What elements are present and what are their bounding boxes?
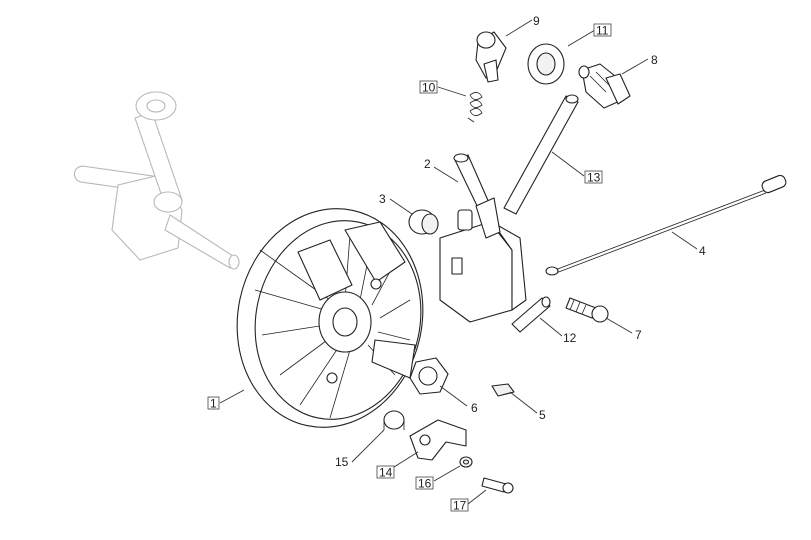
svg-text:15: 15 [335,455,349,469]
woodruff-key [491,383,515,397]
ignition-wire [545,174,787,276]
svg-text:14: 14 [379,466,393,480]
callout-6: 6 [471,401,478,415]
callout-12: 12 [563,331,577,345]
callout-16: 16 [415,477,434,491]
flywheel [236,208,424,428]
callout-13: 13 [584,171,603,185]
callout-7: 7 [635,328,642,342]
callout-3: 3 [379,192,386,206]
svg-text:6: 6 [471,401,478,415]
callout-15: 15 [335,455,349,469]
ignition-module [439,153,527,323]
svg-text:16: 16 [418,477,432,491]
callout-4: 4 [699,244,706,258]
callout-2: 2 [424,157,431,171]
pin [511,296,551,333]
spacer [408,209,439,235]
flywheel-nut [409,357,449,395]
spark-plug [578,63,631,109]
callout-11: 11 [593,24,612,38]
svg-text:5: 5 [539,408,546,422]
bushing [383,410,405,430]
svg-text:9: 9 [533,14,540,28]
bracket [409,419,467,461]
svg-text:1: 1 [210,397,217,411]
svg-text:8: 8 [651,53,658,67]
callout-9: 9 [533,14,540,28]
callout-17: 17 [450,499,469,513]
callout-14: 14 [376,466,395,480]
callout-10: 10 [419,81,438,95]
leader-lines [219,19,698,505]
svg-text:12: 12 [563,331,577,345]
svg-text:2: 2 [424,157,431,171]
svg-text:3: 3 [379,192,386,206]
svg-text:7: 7 [635,328,642,342]
crankshaft-illustration [73,91,240,270]
spark-plug-boot [475,31,507,83]
svg-text:4: 4 [699,244,706,258]
callout-8: 8 [651,53,658,67]
spring-terminal [467,92,483,123]
washer [459,456,473,468]
callout-labels: 1 2 3 4 5 6 7 8 9 10 11 12 13 14 15 16 1… [207,14,706,513]
svg-text:17: 17 [453,499,467,513]
svg-text:10: 10 [422,81,436,95]
callout-5: 5 [539,408,546,422]
grommet [527,43,565,85]
callout-1: 1 [207,397,220,411]
svg-text:13: 13 [587,171,601,185]
tube [503,94,579,215]
screw-7 [565,297,609,323]
screw-17 [481,477,514,494]
svg-text:11: 11 [596,24,609,38]
